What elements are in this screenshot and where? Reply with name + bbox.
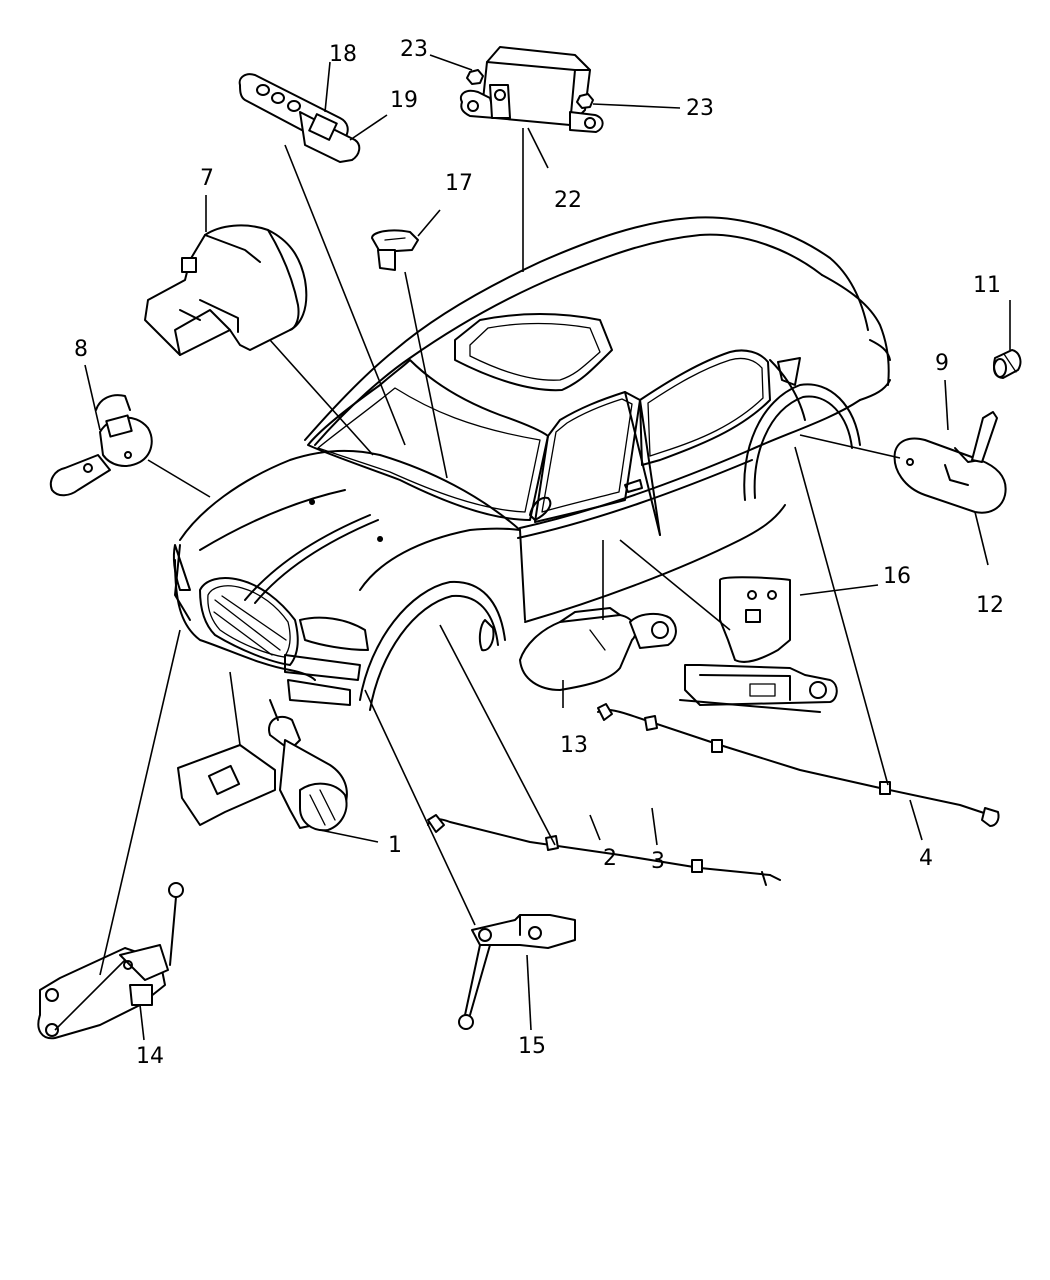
callout-1: 1 [388, 833, 402, 858]
callout-8: 8 [74, 337, 88, 362]
part-7-module [144, 224, 308, 356]
callout-12: 12 [976, 593, 1004, 618]
callout-18: 18 [329, 42, 357, 67]
part-11-valve-cap [993, 349, 1022, 379]
part-13-sensor [519, 607, 677, 691]
callout-15: 15 [518, 1034, 546, 1059]
callout-14: 14 [136, 1044, 164, 1069]
part-8-sensor [49, 394, 153, 497]
callout-9: 9 [935, 351, 949, 376]
callout-3: 3 [651, 849, 665, 874]
part-1-sensor [177, 699, 348, 832]
callout-23-right: 23 [686, 96, 714, 121]
callout-7: 7 [200, 166, 214, 191]
callout-23-left: 23 [400, 37, 428, 62]
part-15-level-sensor [458, 914, 576, 1030]
callout-19: 19 [390, 88, 418, 113]
part-9-12-tpms [893, 411, 1007, 514]
vehicle-body [172, 216, 891, 711]
callout-17: 17 [445, 171, 473, 196]
leader-lines [54, 54, 1011, 1041]
part-2-3-wire-harness [427, 814, 781, 886]
callout-2: 2 [603, 846, 617, 871]
part-17-sensor [371, 229, 419, 271]
callout-11: 11 [973, 273, 1001, 298]
callout-labels: 1 2 3 4 7 8 9 11 12 13 14 15 16 17 18 19… [74, 37, 1004, 1069]
part-16-sensor-bracket [679, 576, 838, 713]
callout-4: 4 [919, 846, 933, 871]
part-14-level-sensor [37, 882, 184, 1040]
callout-16: 16 [883, 564, 911, 589]
part-4-wire-harness [597, 703, 1000, 827]
callout-13: 13 [560, 733, 588, 758]
part-23-nuts [466, 69, 594, 109]
part-18-19-sensor-strip [238, 73, 361, 163]
part-22-module [459, 46, 604, 133]
callout-22: 22 [554, 188, 582, 213]
